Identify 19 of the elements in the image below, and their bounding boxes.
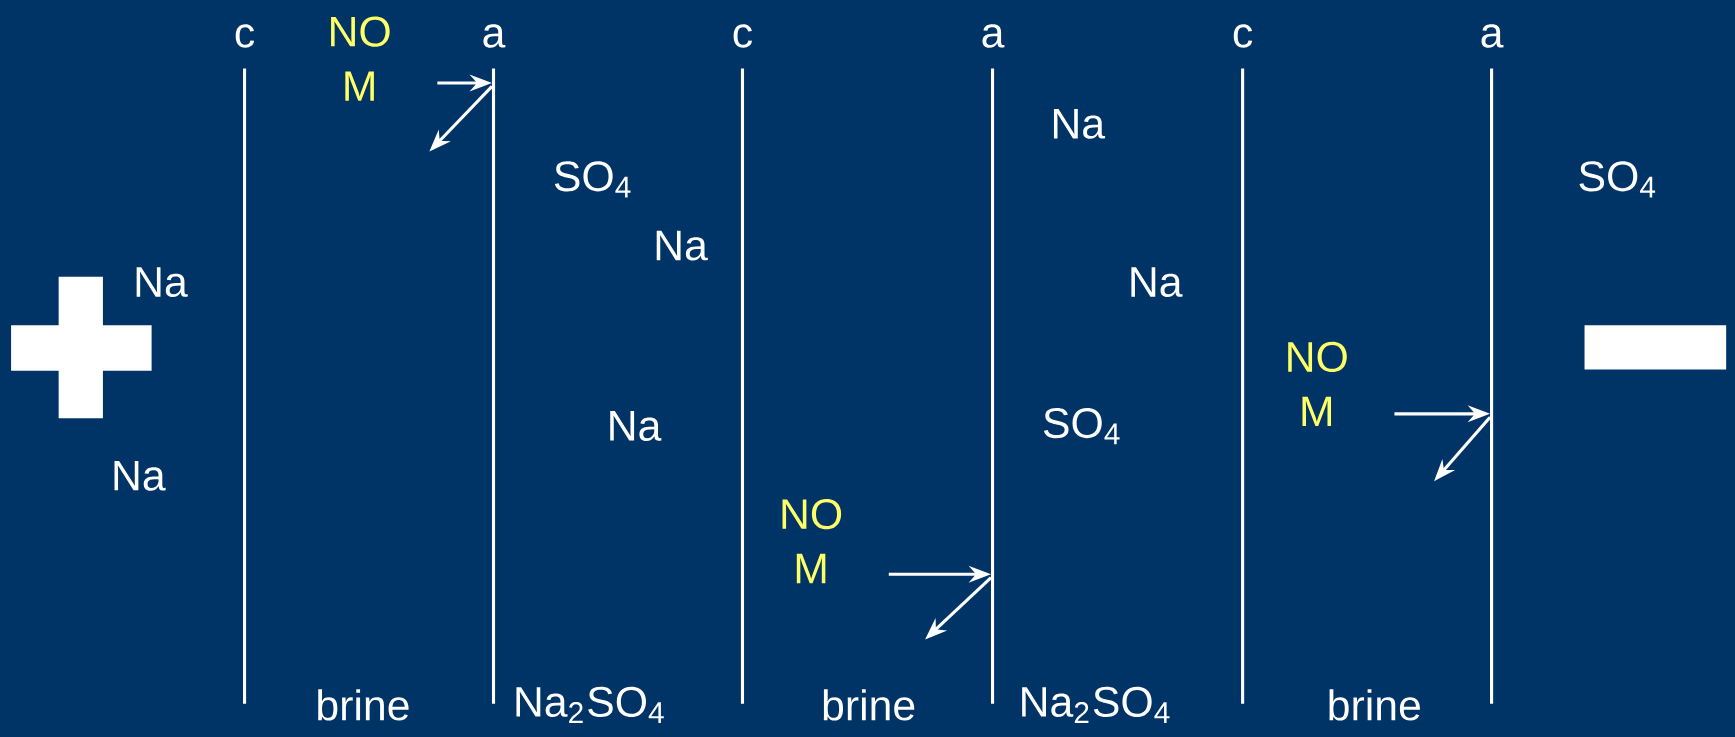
ion-label: Na <box>610 411 662 441</box>
text-label: NO M <box>331 16 390 101</box>
membrane-line: c <box>235 24 255 706</box>
membrane-line: a <box>1481 24 1504 706</box>
ion-label: Na <box>136 267 188 298</box>
ion-label: Na <box>1053 109 1106 139</box>
membrane-line: a <box>483 24 506 706</box>
membrane-line: a <box>982 24 1005 706</box>
ion-label: Na <box>1131 267 1183 298</box>
compartment-label: Na$_{2}$SO$_{4}$ <box>1022 686 1170 723</box>
text-label: NO M <box>1288 341 1347 427</box>
compartment-label: brine <box>823 689 915 721</box>
ion-label: Na <box>114 460 166 491</box>
compartment-label: brine <box>318 689 409 721</box>
membrane-line: c <box>733 24 753 706</box>
membrane-line: c <box>1233 24 1253 706</box>
ion-label: SO$_{4}$ <box>554 161 631 198</box>
text-label: NO M <box>782 499 842 584</box>
compartment-label: brine <box>1329 689 1420 721</box>
